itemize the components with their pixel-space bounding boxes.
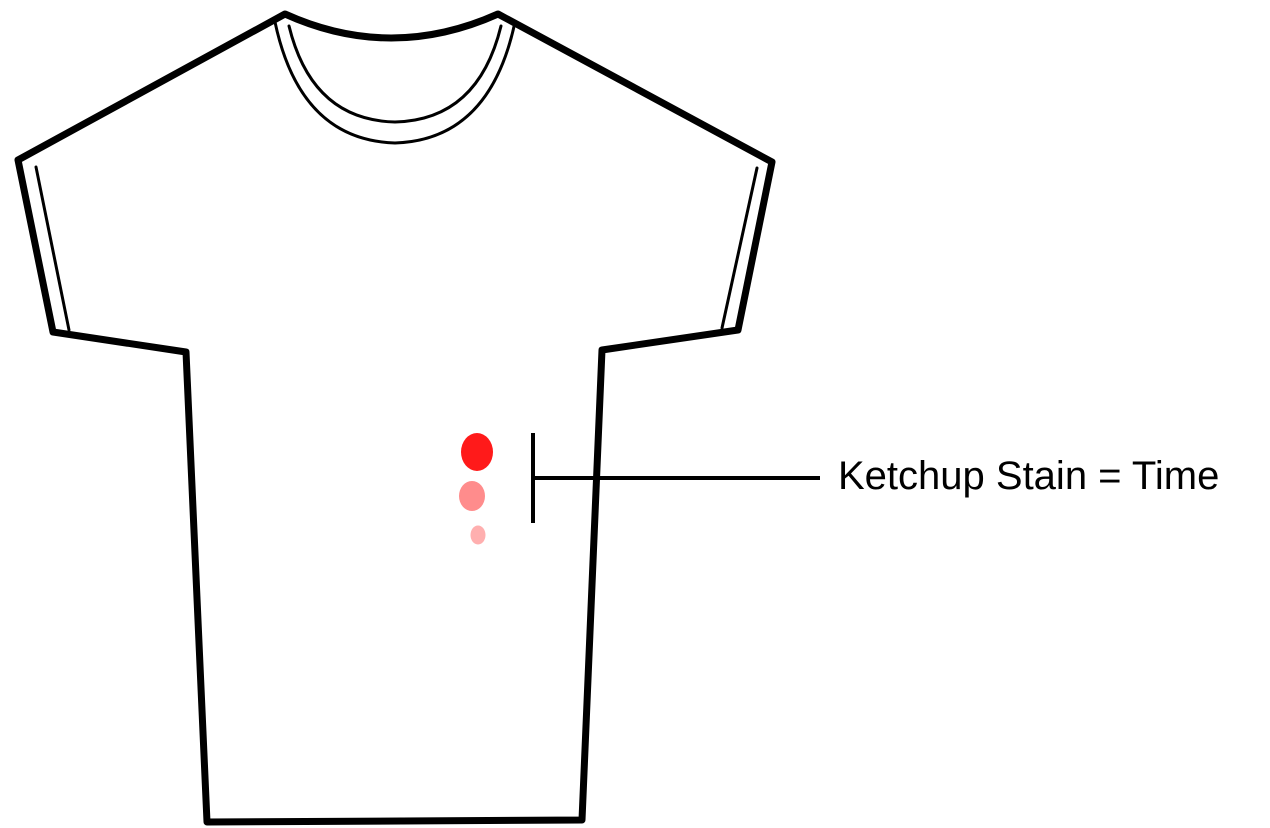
callout-bracket [533,433,820,523]
ketchup-stains [459,433,493,545]
t-shirt-icon [18,14,772,822]
ketchup-stain-large [461,433,493,471]
ketchup-stain-small [471,526,486,545]
left-sleeve-hem-line [36,167,69,330]
annotation-label: Ketchup Stain = Time [838,450,1219,502]
t-shirt-outline [18,14,772,822]
ketchup-stain-medium [459,481,485,511]
